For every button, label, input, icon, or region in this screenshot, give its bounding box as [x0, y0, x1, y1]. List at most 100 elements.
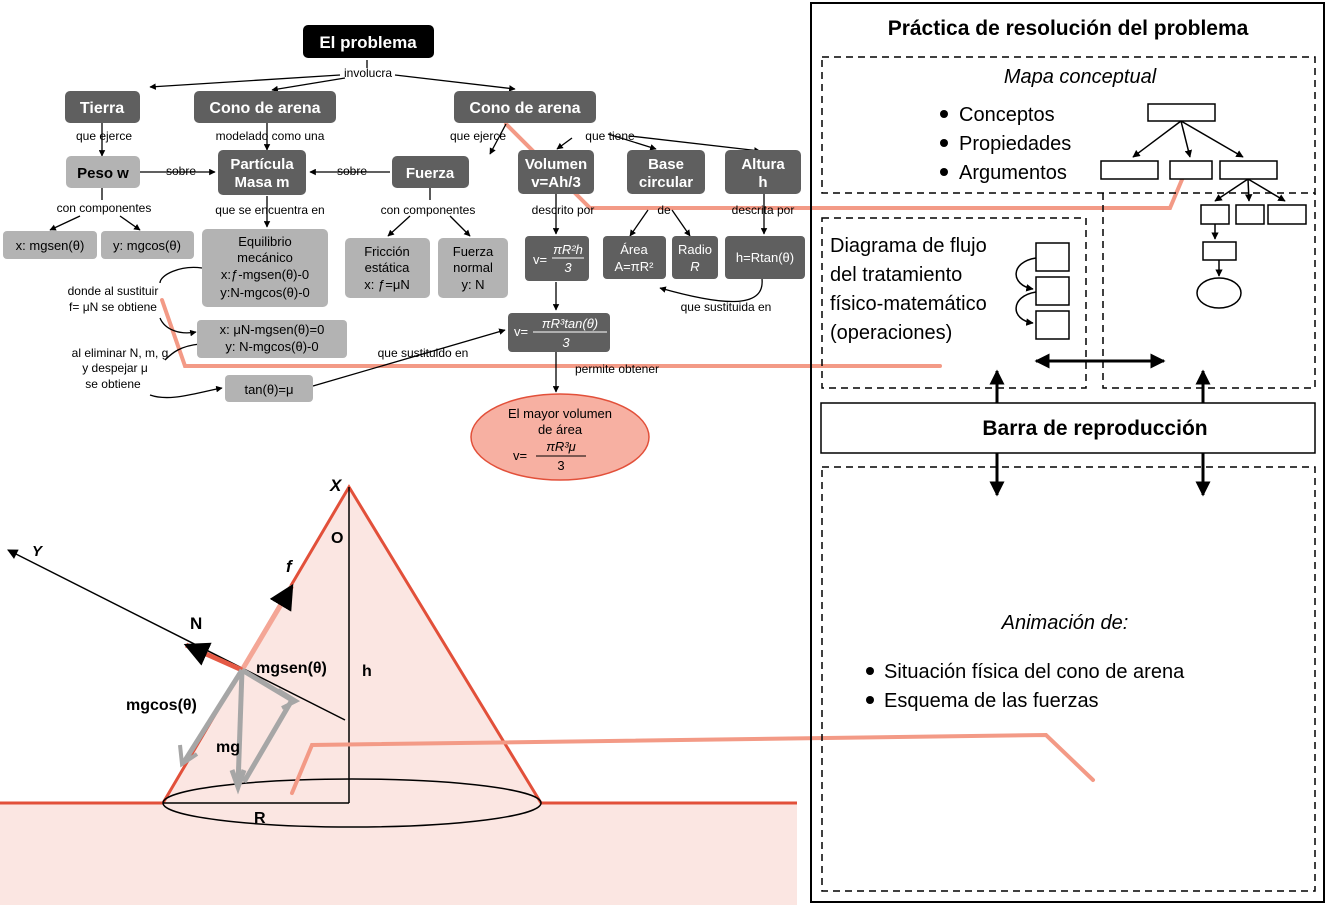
mgcos-vector: [181, 668, 245, 764]
panel-frame: [810, 2, 1325, 903]
link-modelado: modelado como una: [216, 129, 325, 143]
link-donde-sustituir-1: donde al sustituir: [68, 284, 159, 298]
radius-label: R: [254, 810, 266, 827]
node-volumen: [518, 150, 594, 194]
height-label: h: [362, 663, 372, 680]
node-problem: [303, 25, 434, 58]
node-tierra-text: Tierra: [80, 100, 124, 117]
node-h-rtan: [725, 236, 805, 279]
node-cono-arena-2-text: Cono de arena: [469, 100, 580, 117]
cone-scene: X O Y f N mgsen(θ) mgcos(θ) mg h R: [0, 476, 797, 905]
node-base: [627, 150, 705, 194]
node-area-line1: Área: [620, 242, 648, 257]
playback-bar-label: Barra de reproducción: [982, 417, 1207, 440]
node-base-line1: Base: [648, 156, 684, 173]
vertex-o-label: O: [331, 530, 343, 547]
friction-label: f: [286, 557, 294, 576]
link-que-se-encuentra: que se encuentra en: [215, 203, 324, 217]
node-altura-line2: h: [758, 174, 767, 191]
mapa-item-propiedades: Propiedades: [959, 133, 1071, 155]
node-mayor-line2: de área: [538, 422, 583, 437]
node-peso-text: Peso w: [77, 165, 129, 182]
node-particula-line1: Partícula: [230, 156, 294, 173]
node-y-mgcos-text: y: mgcos(θ): [113, 238, 181, 253]
link-de: de: [657, 203, 671, 217]
node-cono-arena-2: [454, 91, 596, 123]
animacion-region: [821, 466, 1316, 892]
node-fuerza-text: Fuerza: [406, 165, 455, 182]
node-eq-un-line1: x: μN-mgsen(θ)=0: [220, 322, 325, 337]
node-base-line2: circular: [639, 174, 693, 191]
node-fuerza: [392, 156, 469, 188]
playback-bar[interactable]: [820, 402, 1316, 454]
mapa-region: [821, 56, 1316, 194]
node-friccion: [345, 238, 430, 298]
y-axis-arrow: [7, 549, 346, 721]
node-tan-text: tan(θ)=μ: [244, 382, 293, 397]
node-peso: [66, 156, 140, 188]
node-x-mgsen-text: x: mgsen(θ): [16, 238, 85, 253]
node-v-pir3tan-den: 3: [562, 335, 570, 350]
node-h-rtan-text: h=Rtan(θ): [736, 250, 794, 265]
diagrama-region: [821, 217, 1087, 389]
link-permite-obtener: permite obtener: [575, 362, 659, 376]
panel-title: Práctica de resolución del problema: [888, 17, 1249, 40]
node-v-pir2h-prefix: v=: [533, 252, 547, 267]
mg-vector: [235, 669, 245, 786]
mgcos-label: mgcos(θ): [126, 697, 197, 714]
mg-label: mg: [216, 739, 240, 756]
link-con-componentes-2: con componentes: [381, 203, 476, 217]
mapa-item-conceptos: Conceptos: [959, 104, 1055, 126]
node-fuerza-normal-line3: y: N: [461, 277, 484, 292]
node-cono-arena-1-text: Cono de arena: [209, 100, 320, 117]
diagrama-line3: físico-matemático: [830, 293, 987, 315]
diagrama-line1: Diagrama de flujo: [830, 235, 987, 257]
diagrama-line4: (operaciones): [830, 322, 952, 344]
node-equilibrio-line1: Equilibrio: [238, 234, 291, 249]
friction-vector: [239, 583, 295, 672]
node-v-pir2h-den: 3: [564, 260, 572, 275]
connector-animation: [290, 732, 1095, 795]
bullet-icon: [940, 168, 948, 176]
node-v-pir3tan-num: πR³tan(θ): [542, 316, 598, 331]
node-area: [603, 236, 666, 279]
node-equilibrio-line3: x:ƒ-mgsen(θ)-0: [221, 267, 309, 282]
link-sobre-2: sobre: [337, 164, 367, 178]
link-al-eliminar-3: se obtiene: [85, 377, 141, 391]
node-eq-un: [197, 320, 347, 358]
bullet-icon: [866, 667, 874, 675]
animacion-item-esquema: Esquema de las fuerzas: [884, 690, 1099, 712]
node-particula-line2: Masa m: [234, 174, 289, 191]
node-equilibrio: [202, 229, 328, 307]
node-fuerza-normal: [438, 238, 508, 298]
link-que-sustituida: que sustituida en: [681, 300, 772, 314]
link-descrito-por: descrito por: [532, 203, 595, 217]
y-axis-label: Y: [32, 543, 44, 560]
node-cono-arena-1: [194, 91, 336, 123]
flowchart-icon: [1015, 242, 1070, 340]
node-radio: [672, 236, 718, 279]
animacion-title: Animación de:: [1001, 612, 1129, 634]
link-sobre-1: sobre: [166, 164, 196, 178]
node-mayor-volumen: [470, 393, 650, 481]
node-y-mgcos: [101, 231, 194, 259]
animacion-item-situacion: Situación física del cono de arena: [884, 661, 1185, 683]
bullet-icon: [940, 139, 948, 147]
node-mayor-prefix: v=: [513, 448, 527, 463]
node-area-line2: A=πR²: [615, 259, 655, 274]
diagrama-line2: del tratamiento: [830, 264, 962, 286]
link-involucra: involucra: [344, 66, 392, 80]
node-altura: [725, 150, 801, 194]
normal-vector: [183, 642, 244, 673]
node-friccion-line1: Fricción: [364, 244, 410, 259]
node-tan: [225, 375, 313, 402]
bullet-icon: [940, 110, 948, 118]
node-problem-text: El problema: [319, 33, 417, 52]
connector-flow: [160, 298, 942, 368]
link-que-tiene: que tiene: [585, 129, 635, 143]
node-volumen-line1: Volumen: [525, 156, 587, 173]
node-fuerza-normal-line2: normal: [453, 260, 493, 275]
node-friccion-line2: estática: [365, 260, 411, 275]
cone-body: [163, 487, 541, 803]
link-donde-sustituir-2: f= μN se obtiene: [69, 300, 157, 314]
